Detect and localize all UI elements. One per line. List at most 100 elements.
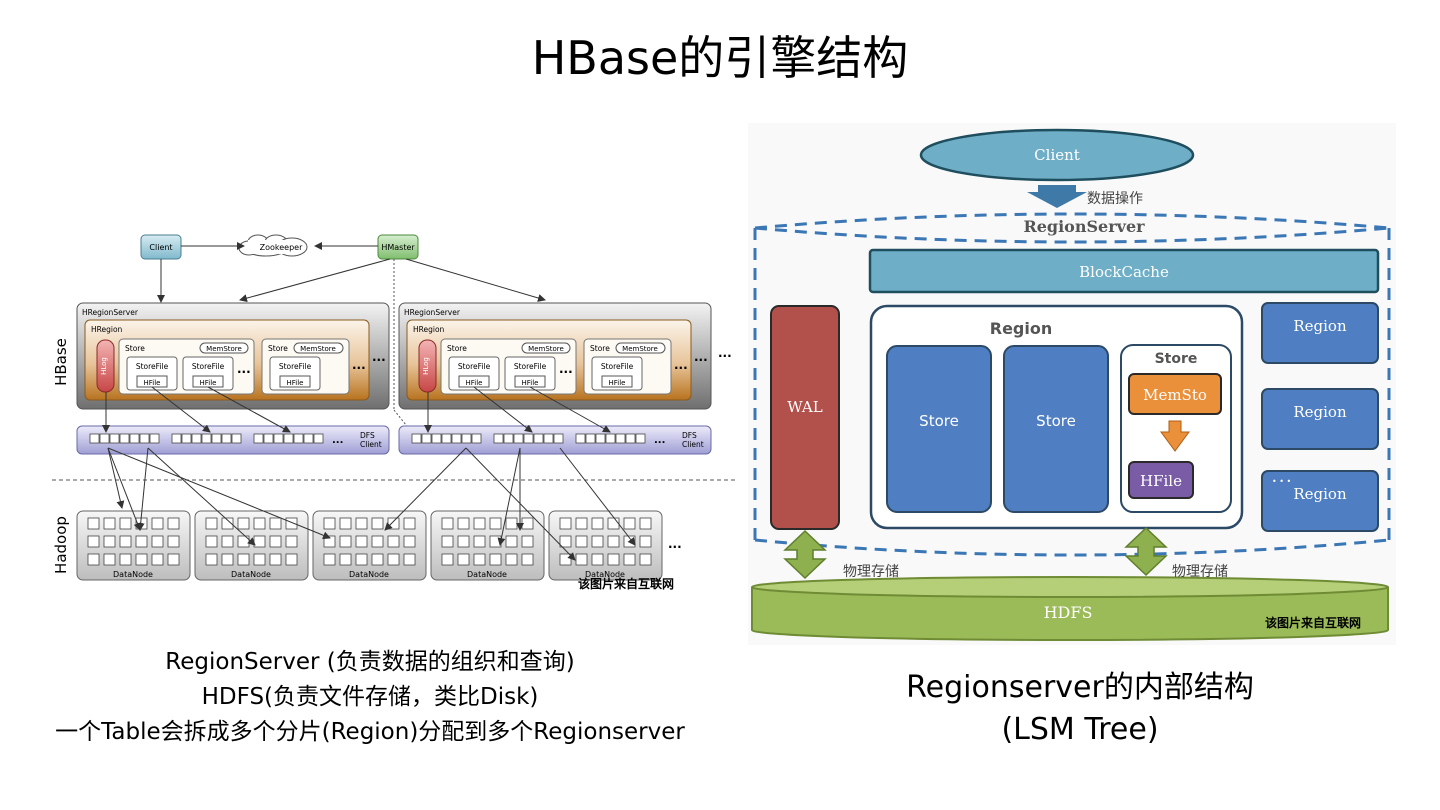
block-cell bbox=[149, 433, 160, 444]
block-cell bbox=[451, 433, 462, 444]
wal-label: WAL bbox=[787, 398, 823, 416]
hfile-label: HFile bbox=[144, 379, 161, 387]
ellipsis: ... bbox=[694, 350, 708, 364]
hregionserver-2: HRegionServer HRegion HLog Store MemStor… bbox=[398, 302, 712, 410]
store-box bbox=[886, 345, 992, 513]
block-cell bbox=[625, 433, 636, 444]
region-container-label: Region bbox=[990, 319, 1053, 338]
store-box bbox=[1003, 345, 1109, 513]
storefile-label: StoreFile bbox=[601, 362, 634, 371]
datanode-label: DataNode bbox=[585, 570, 625, 579]
store-label: Store bbox=[590, 344, 610, 353]
client-node-label: Client bbox=[149, 243, 172, 252]
block-cell bbox=[575, 433, 586, 444]
datanode-label: DataNode bbox=[349, 570, 389, 579]
hregion-label: HRegion bbox=[413, 325, 445, 334]
memstore-label: MemSto bbox=[1143, 386, 1207, 404]
storefile-label: StoreFile bbox=[279, 362, 312, 371]
block-cell bbox=[493, 433, 504, 444]
block-cell bbox=[461, 433, 472, 444]
block-cell bbox=[221, 433, 232, 444]
regionserver-cylinder bbox=[753, 212, 1391, 557]
block-cell bbox=[231, 433, 242, 444]
memstore-label: MemStore bbox=[622, 345, 658, 353]
hfile-label: HFile bbox=[1140, 472, 1182, 490]
store-detail-label: Store bbox=[1155, 351, 1198, 367]
memstore-label: MemStore bbox=[528, 345, 564, 353]
regionserver-label: RegionServer bbox=[1023, 217, 1145, 236]
ellipsis: ... bbox=[352, 358, 366, 372]
dfs-client-label: Client bbox=[360, 440, 382, 449]
watermark-left: 该图片来自互联网 bbox=[578, 576, 674, 591]
side-region-label: Region bbox=[1293, 317, 1347, 335]
storage-arrow-icon bbox=[783, 529, 827, 580]
block-cell bbox=[263, 433, 274, 444]
block-cell bbox=[523, 433, 534, 444]
block-cell bbox=[431, 433, 442, 444]
ellipsis: ... bbox=[674, 358, 688, 372]
store-label: Store bbox=[919, 412, 959, 430]
block-cell bbox=[293, 433, 304, 444]
hmaster-to-rs1-arrow bbox=[239, 258, 391, 303]
ellipsis: ... bbox=[718, 346, 732, 360]
datanode: DataNode bbox=[548, 510, 663, 581]
block-cell bbox=[543, 433, 554, 444]
dfs-client-1: ... DFS Client bbox=[76, 425, 390, 455]
hfile-label: HFile bbox=[200, 379, 217, 387]
hdfs-cylinder bbox=[751, 576, 1389, 641]
block-cell bbox=[615, 433, 626, 444]
datanode: DataNode bbox=[194, 510, 309, 581]
caption-line: Regionserver的内部结构 bbox=[906, 670, 1254, 705]
hfile-label: HFile bbox=[466, 379, 483, 387]
block-cell bbox=[89, 433, 100, 444]
block-cell bbox=[119, 433, 130, 444]
caption-line: 一个Table会拆成多个分片(Region)分配到多个Regionserver bbox=[55, 719, 685, 745]
block-cell bbox=[211, 433, 222, 444]
hmaster-label: HMaster bbox=[381, 243, 415, 252]
dfs-client-2: ... DFS Client bbox=[398, 425, 712, 455]
store-label: Store bbox=[268, 344, 288, 353]
block-cell bbox=[605, 433, 616, 444]
block-cell bbox=[635, 433, 646, 444]
store-label: Store bbox=[1036, 412, 1076, 430]
watermark-right: 该图片来自互联网 bbox=[1265, 615, 1361, 630]
slide-title: HBase的引擎结构 bbox=[531, 31, 909, 85]
dfs-client-label: DFS bbox=[360, 431, 375, 440]
store-label: Store bbox=[125, 344, 145, 353]
hbase-layer-label: HBase bbox=[52, 338, 70, 386]
data-op-label: 数据操作 bbox=[1087, 191, 1143, 207]
right-caption: Regionserver的内部结构 (LSM Tree) bbox=[830, 667, 1330, 751]
storage-arrow-icon bbox=[1124, 526, 1168, 577]
block-cell bbox=[171, 433, 182, 444]
hlog-label: HLog bbox=[422, 357, 430, 375]
hregion-label: HRegion bbox=[91, 325, 123, 334]
memstore-label: MemStore bbox=[300, 345, 336, 353]
dfs-client-label: DFS bbox=[682, 431, 697, 440]
datanode: DataNode bbox=[76, 510, 191, 581]
caption-line: HDFS(负责文件存储，类比Disk) bbox=[201, 684, 539, 710]
side-region-label: Region bbox=[1293, 403, 1347, 421]
block-cell bbox=[191, 433, 202, 444]
blockcache-box bbox=[868, 248, 1380, 294]
caption-line: (LSM Tree) bbox=[1001, 712, 1159, 747]
storage-label-left: 物理存储 bbox=[843, 564, 899, 580]
hfile-label: HFile bbox=[609, 379, 626, 387]
datanode-label: DataNode bbox=[467, 570, 507, 579]
ellipsis: ... bbox=[668, 537, 682, 551]
block-cell bbox=[533, 433, 544, 444]
data-op-arrow-icon bbox=[1027, 185, 1087, 208]
hdfs-label: HDFS bbox=[1044, 603, 1093, 622]
wal-box bbox=[770, 305, 840, 530]
storefile-label: StoreFile bbox=[192, 362, 225, 371]
block-cell bbox=[513, 433, 524, 444]
hadoop-layer-label: Hadoop bbox=[52, 516, 70, 574]
hlog-label: HLog bbox=[100, 357, 108, 375]
hregionserver-label: HRegionServer bbox=[82, 308, 139, 317]
block-cell bbox=[303, 433, 314, 444]
hfile-box bbox=[1128, 461, 1194, 499]
block-cell bbox=[441, 433, 452, 444]
side-region-box bbox=[1261, 470, 1379, 532]
block-cell bbox=[181, 433, 192, 444]
hfile-label: HFile bbox=[522, 379, 539, 387]
